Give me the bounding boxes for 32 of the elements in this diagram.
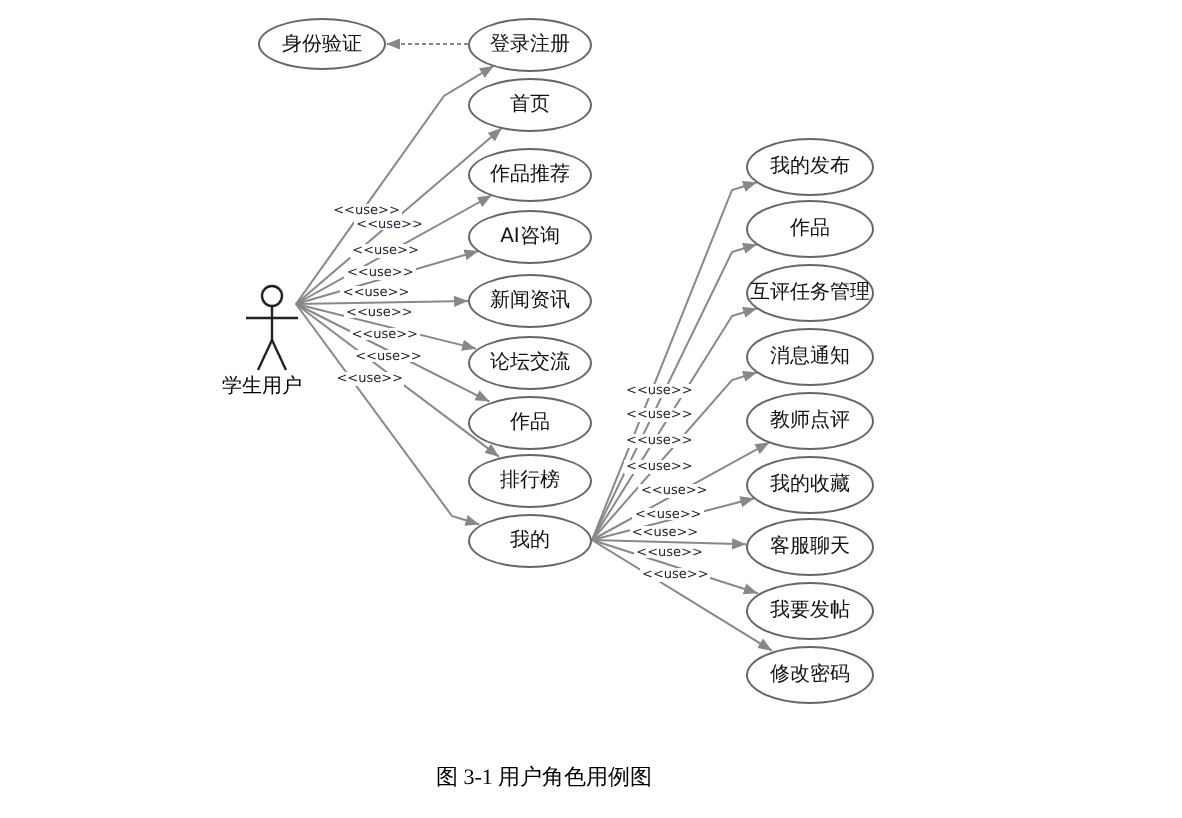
- use-case-ellipse: 消息通知: [746, 327, 874, 385]
- use-case-ellipse: 我的: [468, 513, 592, 567]
- use-case-ellipse: 论坛交流: [468, 335, 592, 389]
- arrow: [591, 243, 759, 541]
- use-case-ellipse: 首页: [468, 77, 592, 131]
- use-case-ellipse: 作品: [468, 395, 592, 449]
- use-case-ellipse: 新闻资讯: [468, 273, 592, 327]
- use-case-ellipse: 互评任务管理: [746, 263, 874, 321]
- use-case-ellipse: 客服聊天: [746, 517, 874, 575]
- use-case-ellipse: 我的发布: [746, 137, 874, 195]
- arrow: [591, 539, 773, 652]
- arrow: [295, 303, 500, 458]
- dashed-arrow: [385, 38, 469, 50]
- use-case-ellipse: 身份验证: [258, 18, 386, 70]
- use-case-ellipse: AI咨询: [468, 209, 592, 263]
- use-case-ellipse: 作品: [746, 199, 874, 257]
- arrow: [591, 538, 748, 550]
- use-case-ellipse: 修改密码: [746, 645, 874, 703]
- use-case-ellipse: 教师点评: [746, 391, 874, 449]
- use-case-ellipse: 登录注册: [468, 17, 592, 71]
- arrow: [295, 303, 478, 351]
- figure-caption: 图 3-1 用户角色用例图: [436, 763, 653, 792]
- arrow: [295, 295, 470, 307]
- use-case-ellipse: 作品推荐: [468, 147, 592, 201]
- arrow: [295, 303, 481, 526]
- use-case-ellipse: 我的收藏: [746, 455, 874, 513]
- arrow: [295, 64, 495, 305]
- use-case-ellipse: 我要发帖: [746, 581, 874, 639]
- arrow: [591, 181, 759, 541]
- actor-label: 学生用户: [222, 373, 302, 400]
- arrow: [591, 371, 759, 541]
- use-case-ellipse: 排行榜: [468, 453, 592, 507]
